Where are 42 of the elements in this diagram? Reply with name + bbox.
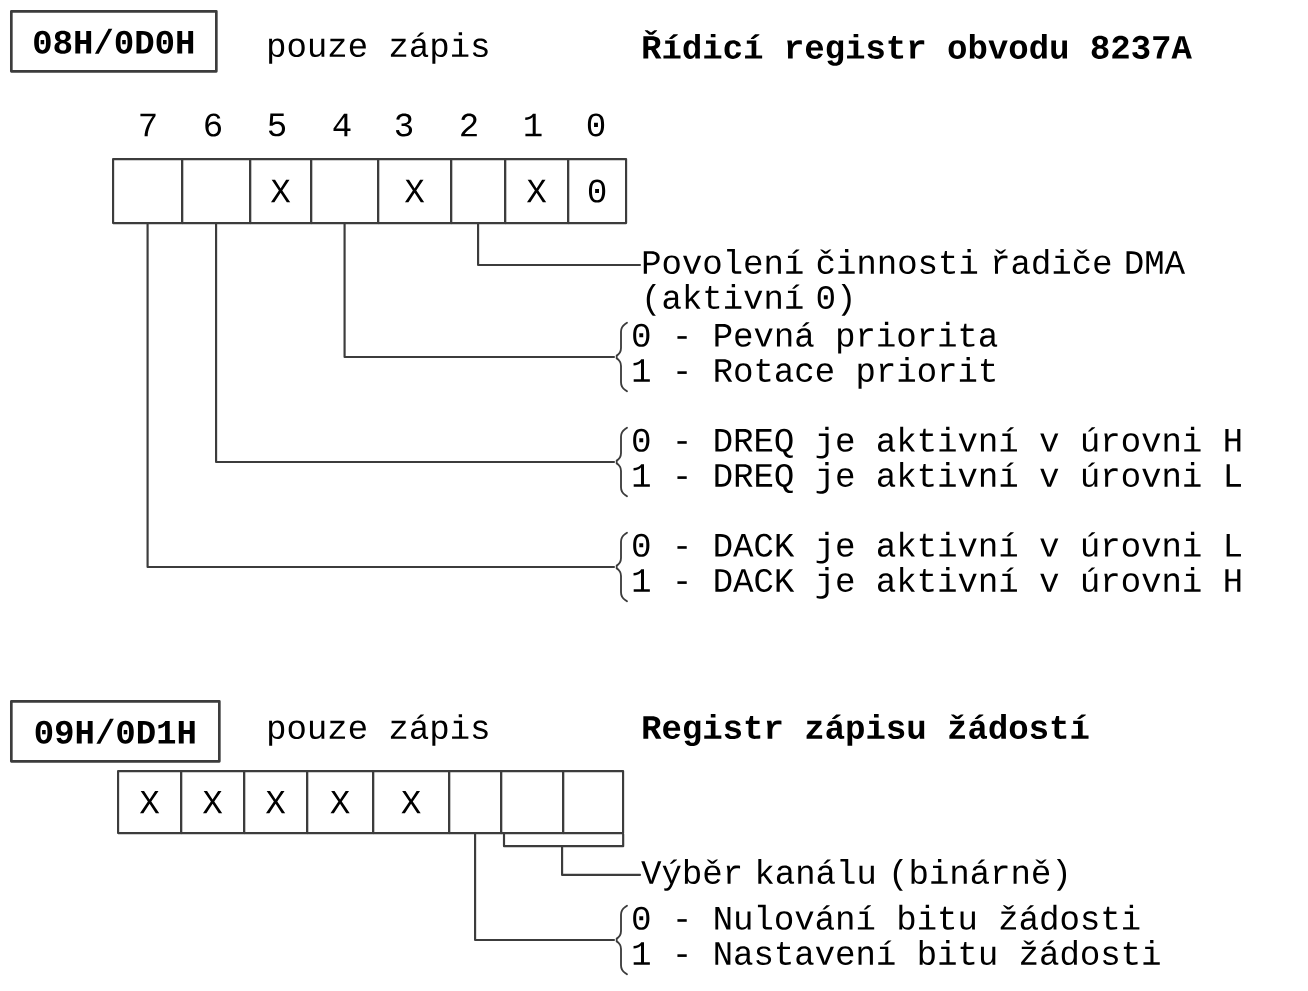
bit-cell: X xyxy=(180,770,246,835)
leader-line xyxy=(215,223,616,464)
leader-line xyxy=(477,223,642,267)
access-note: pouze zápis xyxy=(269,714,488,746)
braced-options: 0 - Nulování bitu žádosti 1 - Nastavení bitu žádosti xyxy=(615,904,1160,976)
bit-cell xyxy=(310,158,380,225)
bit-cell: X xyxy=(249,158,313,225)
register-title: Registr zápisu žádostí xyxy=(643,714,1089,746)
bit-cell xyxy=(181,158,252,225)
bit-cell xyxy=(450,158,507,225)
leader-line xyxy=(474,833,616,942)
description-text: Výběr kanálu (binárně) xyxy=(641,859,1066,891)
leader-line xyxy=(146,223,616,569)
braced-options: 0 - Pevná priorita 1 - Rotace priorit xyxy=(615,321,998,393)
bit-number: 6 xyxy=(205,113,221,137)
address-box: 08H/0D0H xyxy=(10,10,218,73)
bit-cell xyxy=(500,770,565,835)
bit-cell: X xyxy=(504,158,570,225)
access-note: pouze zápis xyxy=(269,32,488,64)
bit-number: 4 xyxy=(333,113,351,137)
bit-cell: X xyxy=(372,770,451,835)
bit-number: 3 xyxy=(395,113,413,137)
bit-number: 2 xyxy=(461,113,477,137)
register-title: Řídicí registr obvodu 8237A xyxy=(643,30,1192,66)
bit-number: 0 xyxy=(587,113,605,137)
bit-number: 5 xyxy=(268,113,286,137)
bit-cell: X xyxy=(243,770,309,835)
bit-number: 1 xyxy=(525,113,542,137)
bit-cell xyxy=(112,158,184,225)
bit-cell: 0 xyxy=(567,158,628,225)
bit-cell xyxy=(562,770,625,835)
bit-cell: X xyxy=(306,770,375,835)
description-text: Povolení činnosti řadiče DMA (aktivní 0) xyxy=(643,249,1186,316)
bit-cell xyxy=(448,770,503,835)
bit-cell: X xyxy=(117,770,183,835)
bracket-leader xyxy=(502,833,642,876)
bit-number: 7 xyxy=(140,113,156,137)
braced-options: 0 - DREQ je aktivní v úrovni H 1 - DREQ je aktivní v úrovni L xyxy=(615,426,1241,498)
braced-options: 0 - DACK je aktivní v úrovni L 1 - DACK je aktivní v úrovni H xyxy=(615,531,1241,603)
address-box: 09H/0D1H xyxy=(10,700,221,763)
leader-line xyxy=(343,223,616,359)
bit-cell: X xyxy=(377,158,453,225)
